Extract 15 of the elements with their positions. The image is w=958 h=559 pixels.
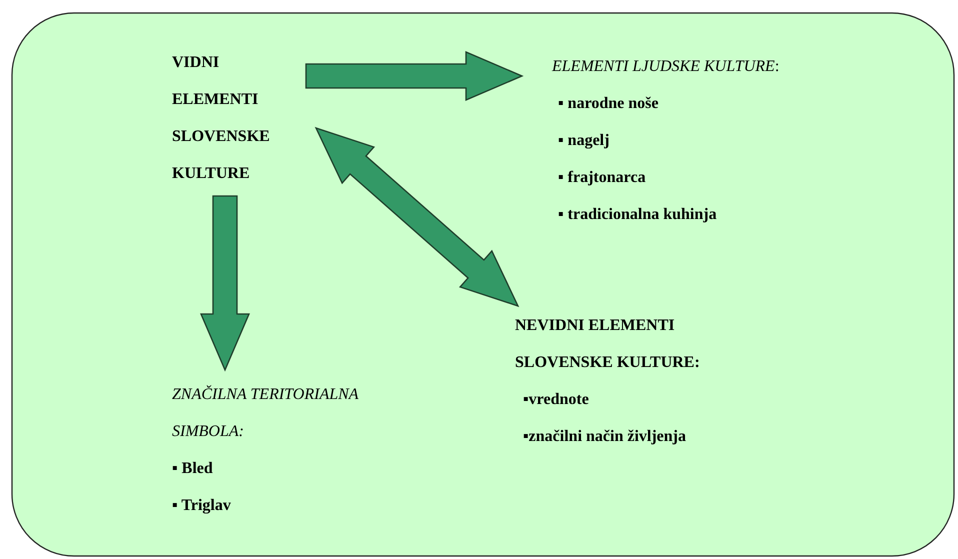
bullet-item: ▪ Triglav — [172, 496, 231, 516]
block-arrow — [305, 51, 524, 101]
bullet-item: ▪ nagelj — [557, 131, 610, 151]
bullet-item: ▪ frajtonarca — [557, 168, 646, 188]
bullet-item: ▪vrednote — [522, 390, 589, 410]
bullet-item: ▪značilni način življenja — [522, 427, 686, 447]
node-heading: ZNAČILNA TERITORIALNA SIMBOLA: — [172, 384, 360, 442]
bullet-item: ▪ Bled — [172, 459, 213, 479]
node-heading: VIDNI ELEMENTI SLOVENSKE KULTURE — [172, 53, 271, 184]
bullet-item: ▪ narodne noše — [557, 94, 659, 114]
block-arrow — [200, 195, 250, 372]
node-heading: ELEMENTI LJUDSKE KULTURE: — [552, 57, 780, 77]
block-arrow — [314, 126, 520, 308]
node-heading: NEVIDNI ELEMENTI SLOVENSKE KULTURE: — [515, 316, 701, 373]
bullet-item: ▪ tradicionalna kuhinja — [557, 205, 717, 225]
